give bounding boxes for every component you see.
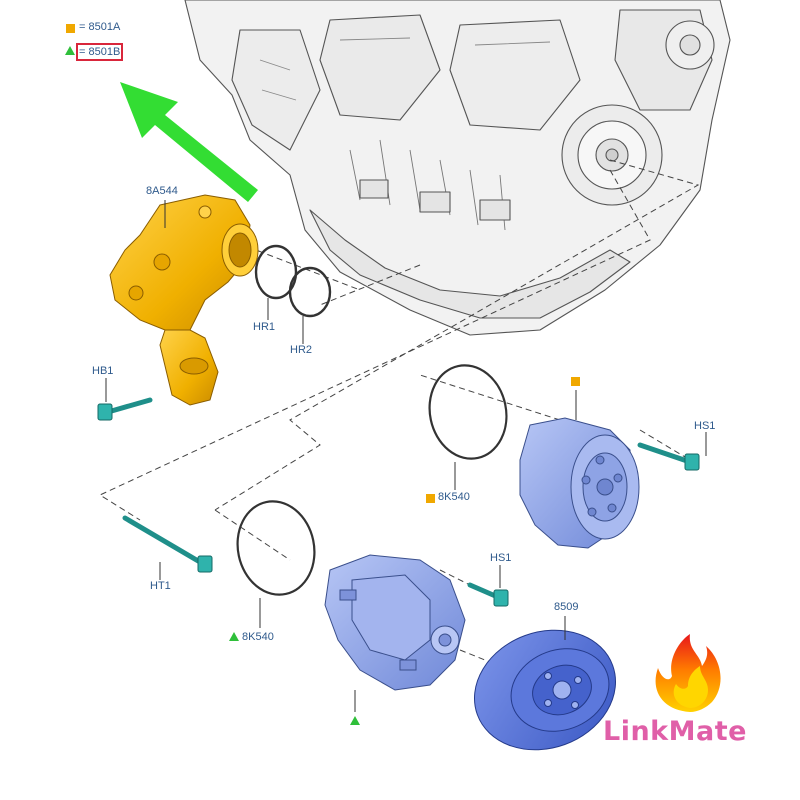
label-ring-1: HR1	[253, 321, 276, 333]
o-ring-hr2	[288, 266, 332, 318]
flame-icon	[655, 634, 721, 712]
engine-block	[184, 0, 731, 336]
stud	[122, 515, 213, 573]
thermostat-housing	[109, 194, 259, 406]
label-bolt-pump-bottom: HS1	[490, 552, 512, 564]
pump-top-bolt	[637, 442, 700, 471]
pump-bottom-bolt	[467, 582, 509, 607]
square-marker	[66, 24, 75, 33]
gasket-top	[428, 364, 508, 460]
square-marker	[426, 494, 435, 503]
triangle-marker	[65, 46, 75, 55]
square-marker	[571, 377, 580, 386]
label-bolt-housing: HB1	[92, 365, 114, 377]
o-ring-hr1	[254, 244, 298, 300]
label-ring-2: HR2	[290, 344, 313, 356]
pulley	[473, 629, 617, 751]
label-housing: 8A544	[146, 185, 178, 197]
green-arrow	[120, 82, 258, 202]
label-gasket-bottom: 8K540	[242, 631, 274, 643]
leader-lines	[105, 200, 707, 712]
label-stud: HT1	[150, 580, 171, 592]
brand-name: LinkMate	[603, 716, 747, 747]
triangle-marker	[350, 716, 360, 725]
triangle-marker	[229, 632, 239, 641]
label-gasket-top: 8K540	[438, 491, 470, 503]
label-pulley: 8509	[554, 601, 579, 613]
water-pump-bottom	[324, 554, 466, 691]
water-pump-top	[519, 417, 640, 549]
legend-triangle-part: = 8501B	[75, 43, 124, 61]
gasket-bottom	[236, 500, 316, 596]
housing-bolt	[97, 397, 153, 421]
label-bolt-pump-top: HS1	[694, 420, 716, 432]
legend-square-part: = 8501A	[79, 21, 121, 33]
